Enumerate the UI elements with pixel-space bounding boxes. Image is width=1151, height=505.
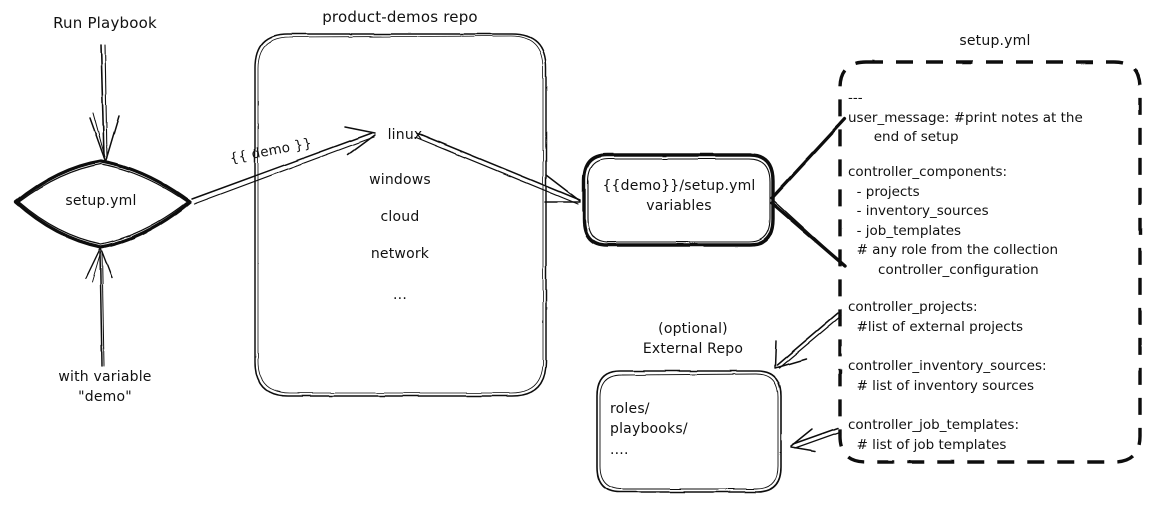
setup-yml-block-4: controller_inventory_sources: # list of … — [848, 358, 1047, 394]
setup-yml-block-5: controller_job_templates: # list of job … — [848, 417, 1020, 453]
setup-yml-block-1: --- user_message: #print notes at the en… — [848, 90, 1083, 145]
external-repo-item-roles: roles/ — [610, 401, 650, 417]
repo-item-linux: linux — [387, 127, 423, 143]
repo-item-network: network — [370, 246, 430, 262]
edge-label-demo-variable: {{ demo }} — [228, 135, 314, 167]
product-demos-repo-title: product-demos repo — [322, 8, 478, 26]
external-repo-title-line2: External Repo — [642, 341, 744, 357]
setup-yml-block-2: controller_components: - projects - inve… — [848, 164, 1059, 278]
variable-note-line2: "demo" — [78, 389, 132, 405]
external-repo-item-playbooks: playbooks/ — [610, 421, 688, 437]
arrow-controller-job-templates-to-external-repo — [790, 427, 841, 452]
external-repo-item-ellipsis: .... — [610, 442, 629, 458]
repo-item-windows: windows — [369, 172, 431, 188]
variable-note-line1: with variable — [58, 369, 152, 385]
vars-node-line1: {{demo}}/setup.yml — [602, 178, 756, 194]
external-repo-title-line1: (optional) — [658, 321, 728, 337]
setup-yml-box-title: setup.yml — [959, 33, 1031, 49]
connector-vars-to-setup-box — [770, 117, 847, 268]
start-label: Run Playbook — [53, 14, 157, 32]
repo-item-ellipsis: ... — [393, 287, 407, 303]
vars-node-line2: variables — [646, 198, 712, 214]
arrow-controller-projects-to-external-repo — [774, 312, 842, 369]
arrow-run-playbook-to-setup — [89, 44, 120, 161]
arrow-variable-to-setup — [85, 248, 113, 367]
repo-item-cloud: cloud — [380, 209, 420, 225]
setup-yml-block-3: controller_projects: #list of external p… — [848, 299, 1024, 335]
entry-diamond-label: setup.yml — [65, 193, 137, 209]
